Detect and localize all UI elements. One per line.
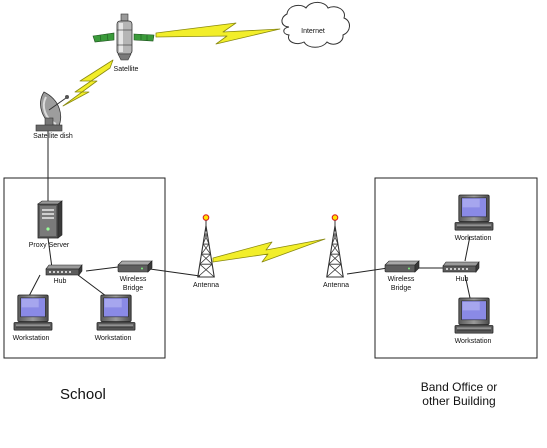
satellite-dish-lightning: [62, 59, 114, 107]
satellite-dish-icon: [35, 91, 69, 132]
office-caption-line2: other Building: [422, 394, 495, 408]
satellite-label: Satellite: [114, 66, 139, 73]
hub-icon-school: [45, 264, 83, 276]
internet-cloud: [281, 1, 350, 48]
antenna-label-left: Antenna: [193, 282, 219, 289]
hub-to-workstation-top-link: [464, 235, 471, 262]
wireless-bridge-icon-school: [117, 260, 153, 273]
satellite-icon: [92, 13, 155, 61]
workstation-icon-office-top: [454, 194, 494, 231]
wireless-bridge-label-office-line1: Wireless: [388, 276, 415, 283]
workstation-label-school-left: Workstation: [13, 335, 50, 342]
workstation-label-office-top: Workstation: [455, 235, 492, 242]
lightning-bolts: [62, 22, 326, 263]
wireless-bridge-label-school-line2: Bridge: [123, 285, 143, 292]
workstation-label-school-right: Workstation: [95, 335, 132, 342]
antenna-tower-icon-right: [326, 214, 344, 278]
proxy-server-icon: [37, 200, 63, 239]
bridge-to-antenna-left-link: [149, 268, 201, 277]
internet-label: Internet: [301, 28, 325, 35]
workstation-icon-school-left: [13, 294, 53, 331]
proxy-server-label: Proxy Server: [29, 242, 70, 249]
workstation-icon-office-bottom: [454, 297, 494, 334]
antenna-label-right: Antenna: [323, 282, 349, 289]
satellite-dish-label: Satellite dish: [33, 133, 73, 140]
hub-label-school: Hub: [54, 278, 67, 285]
wireless-bridge-label-school-line1: Wireless: [120, 276, 147, 283]
wireless-bridge-icon-office: [384, 260, 420, 273]
workstation-label-office-bottom: Workstation: [455, 338, 492, 345]
school-caption: School: [60, 386, 106, 403]
proxy-to-hub-link: [47, 237, 53, 269]
office-box: [374, 177, 538, 359]
hub-label-office: Hub: [456, 276, 469, 283]
hub-icon-office: [442, 261, 480, 273]
wireless-bridge-label-office-line2: Bridge: [391, 285, 411, 292]
antenna-tower-icon-left: [197, 214, 215, 278]
school-box: [3, 177, 166, 359]
connection-lines: [27, 131, 471, 299]
hub-to-bridge-link: [85, 266, 119, 272]
hub-to-workstation-left-link: [27, 274, 41, 299]
antenna-right-to-bridge-link: [346, 267, 389, 275]
hub-to-workstation-right-link: [77, 274, 107, 297]
satellite-internet-lightning: [155, 22, 281, 45]
office-caption-line1: Band Office or: [421, 380, 498, 394]
antenna-link-lightning: [212, 238, 326, 263]
hub-to-workstation-bottom-link: [464, 274, 471, 299]
workstation-icon-school-right: [96, 294, 136, 331]
